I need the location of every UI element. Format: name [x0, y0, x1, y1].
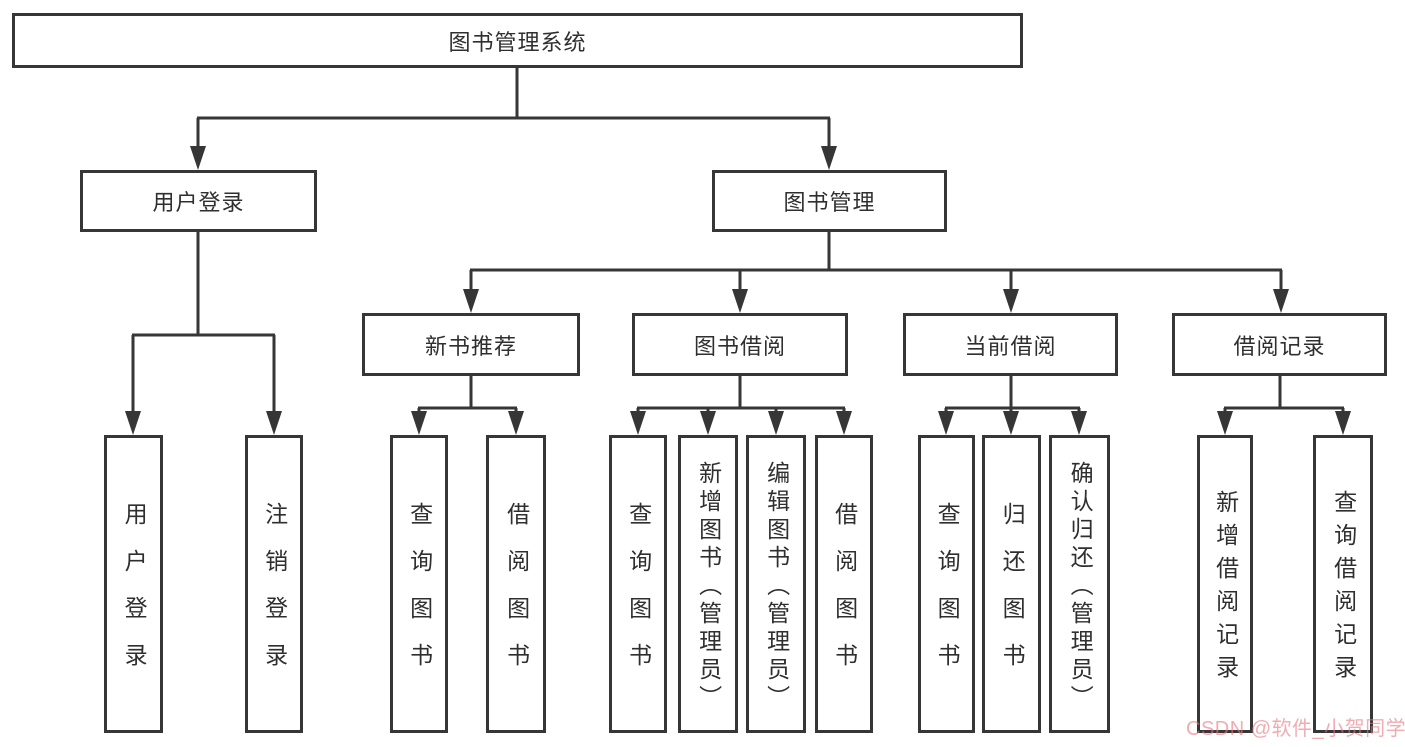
leaf-recommend-borrow-books-label: 借阅图书	[503, 502, 530, 690]
leaf-current-confirm-return-admin-label: 确认归还（管理员）	[1067, 460, 1094, 713]
connector-current-borrow-group	[944, 376, 1081, 416]
leaf-borrow-borrow-books: 借阅图书	[815, 435, 873, 733]
leaf-recommend-query-books-label: 查询图书	[406, 502, 433, 690]
leaf-current-return-books: 归还图书	[982, 435, 1041, 733]
leaf-records-add-borrow-record: 新增借阅记录	[1197, 435, 1253, 733]
arrowhead-icon	[125, 146, 1351, 435]
node-user-login-label: 用户登录	[152, 190, 245, 215]
leaf-current-query-books-label: 查询图书	[934, 502, 961, 690]
connector-new-book-group	[417, 376, 518, 416]
leaf-logout-label: 注销登录	[261, 502, 288, 690]
leaf-user-login: 用户登录	[104, 435, 163, 733]
node-root: 图书管理系统	[12, 13, 1023, 68]
leaf-logout: 注销登录	[245, 435, 303, 733]
leaf-current-confirm-return-admin: 确认归还（管理员）	[1049, 435, 1110, 733]
connector-book-management-group	[469, 232, 1283, 293]
node-book-management: 图书管理	[712, 170, 947, 232]
node-new-book-recommendation: 新书推荐	[362, 313, 580, 376]
leaf-current-query-books: 查询图书	[918, 435, 975, 733]
leaf-borrow-edit-books-admin-label: 编辑图书（管理员）	[763, 460, 790, 713]
node-book-borrowing-label: 图书借阅	[693, 333, 786, 359]
leaf-recommend-query-books: 查询图书	[390, 435, 448, 733]
connector-user-login-group	[131, 232, 276, 415]
leaf-borrow-query-books: 查询图书	[609, 435, 667, 733]
connector-borrow-records-group	[1223, 376, 1345, 416]
node-current-borrowing: 当前借阅	[903, 313, 1118, 376]
leaf-borrow-query-books-label: 查询图书	[625, 502, 652, 690]
node-current-borrowing-label: 当前借阅	[964, 333, 1057, 359]
leaf-records-query-borrow-record-label: 查询借阅记录	[1330, 490, 1357, 688]
node-new-book-recommendation-label: 新书推荐	[424, 333, 517, 359]
node-borrowing-records: 借阅记录	[1172, 313, 1387, 376]
node-root-label: 图书管理系统	[448, 29, 587, 55]
leaf-user-login-label: 用户登录	[121, 502, 148, 690]
connector-book-borrow-group	[636, 376, 846, 416]
node-book-management-label: 图书管理	[783, 190, 876, 215]
leaf-current-return-books-label: 归还图书	[999, 502, 1026, 690]
node-book-borrowing: 图书借阅	[632, 313, 848, 376]
leaf-borrow-edit-books-admin: 编辑图书（管理员）	[746, 435, 806, 733]
leaf-records-add-borrow-record-label: 新增借阅记录	[1212, 490, 1239, 688]
leaf-records-query-borrow-record: 查询借阅记录	[1313, 435, 1373, 733]
leaf-borrow-add-books-admin: 新增图书（管理员）	[678, 435, 738, 733]
node-borrowing-records-label: 借阅记录	[1233, 333, 1326, 359]
connector-root	[196, 68, 831, 150]
watermark: CSDN @软件_小贺同学	[1186, 718, 1405, 740]
leaf-recommend-borrow-books: 借阅图书	[486, 435, 546, 733]
leaf-borrow-borrow-books-label: 借阅图书	[831, 502, 858, 690]
node-user-login: 用户登录	[80, 170, 317, 232]
leaf-borrow-add-books-admin-label: 新增图书（管理员）	[695, 460, 722, 713]
